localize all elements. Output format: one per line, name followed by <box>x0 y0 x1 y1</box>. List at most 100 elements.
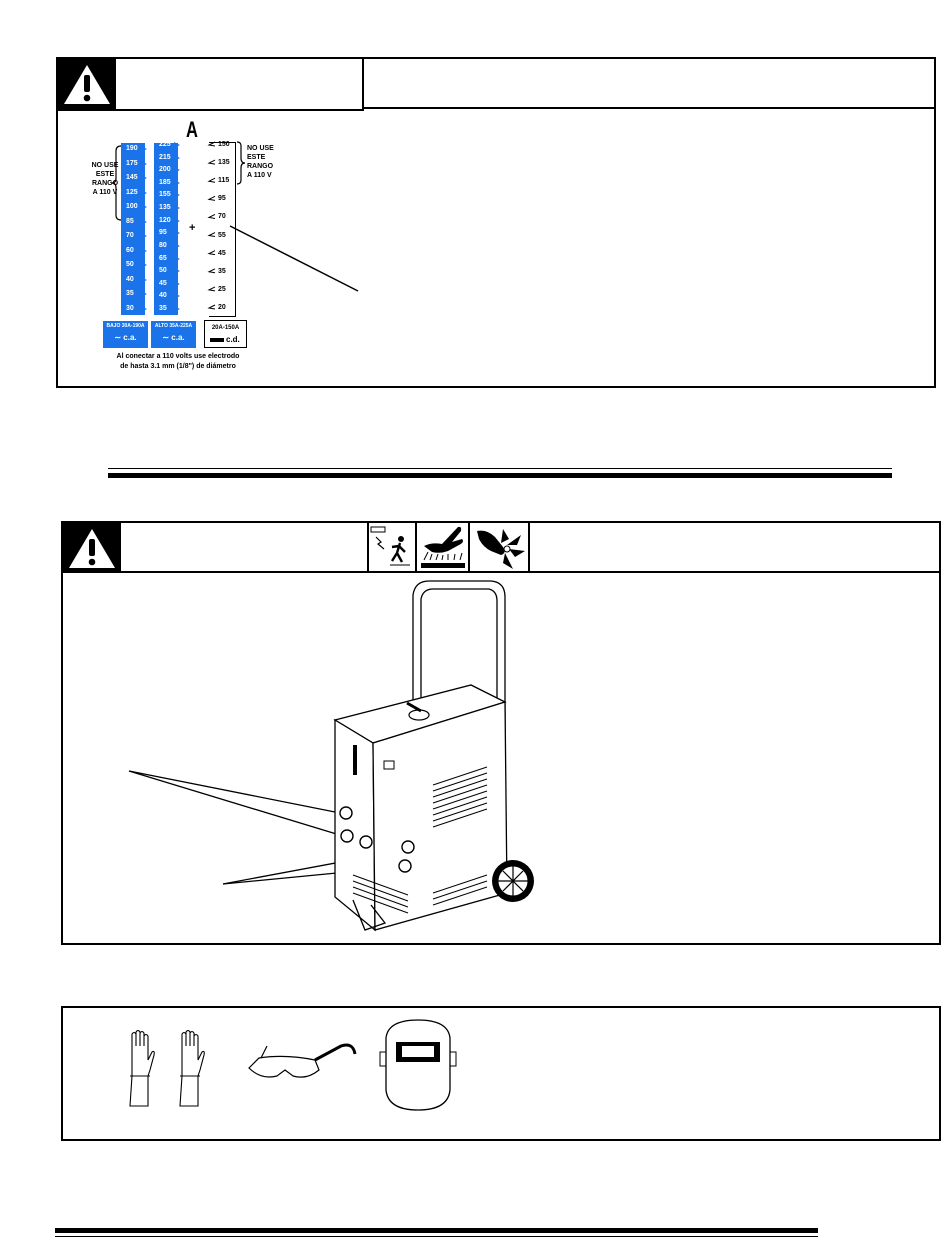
ac-high-tick <box>174 179 180 186</box>
safety-glasses-icon <box>248 1043 357 1078</box>
ppe-panel <box>61 1006 941 1141</box>
warning-triangle-icon <box>64 65 110 104</box>
ac-high-tick <box>174 306 180 312</box>
ac-low-tick <box>141 262 147 269</box>
dc-tick <box>207 195 216 201</box>
icon-divider-4 <box>528 523 530 573</box>
ac-low-tick <box>141 204 147 211</box>
ac-low-tick <box>141 276 147 283</box>
label-dc-range: 20A-150A <box>211 325 240 331</box>
left-bracket <box>112 145 122 221</box>
ac-low-tick <box>141 146 147 152</box>
footnote-line-1: Al conectar a 110 volts use electrodo <box>116 353 240 360</box>
welding-gloves-icon <box>129 1030 205 1107</box>
panel-header <box>58 59 364 111</box>
ac-high-value: 80 <box>159 241 167 249</box>
machine-warning-panel <box>61 521 941 945</box>
dc-tick <box>207 286 216 292</box>
label-dc: c.d. <box>226 335 240 344</box>
ac-low-value: 40 <box>126 275 134 283</box>
ac-low-value: 85 <box>126 217 134 225</box>
ac-high-tick <box>174 167 180 174</box>
warning-header-block <box>58 59 116 109</box>
left-bracket-label: NO USE ESTE RANGO A 110 V <box>91 162 119 196</box>
ac-low-value: 30 <box>126 305 134 312</box>
dc-tick <box>207 141 216 147</box>
hot-parts-icon <box>421 526 465 568</box>
dc-tick <box>207 304 216 310</box>
ac-high-value: 215 <box>159 153 171 161</box>
label-low: BAJO 30A-190A <box>106 323 145 329</box>
ac-high-tick <box>174 293 180 300</box>
warning-header-block <box>63 523 121 573</box>
ac-high-value: 35 <box>159 305 167 312</box>
ac-high-value: 45 <box>159 279 167 287</box>
right-bracket-label: NO USE ESTE RANGO A 110 V <box>247 145 274 179</box>
dc-value: 20 <box>218 304 226 311</box>
footnote: Al conectar a 110 volts use electrodo de… <box>98 352 258 372</box>
ac-high-tick <box>174 142 180 148</box>
ac-low-value: 190 <box>126 145 138 152</box>
ac-low-tick <box>141 160 147 167</box>
dc-tick <box>207 250 216 256</box>
icon-divider-1 <box>367 523 369 573</box>
ac-high-value: 95 <box>159 229 167 237</box>
dc-value: 45 <box>218 249 226 257</box>
ac-low-tick <box>141 233 147 240</box>
ac-high-value: 200 <box>159 166 171 174</box>
ac-high-value: 185 <box>159 178 171 186</box>
dc-value: 25 <box>218 285 226 293</box>
dial-warning-panel: A NO USE ESTE RANGO A 110 V + NO USE EST… <box>56 57 936 388</box>
ac-high-tick <box>174 217 180 224</box>
ac-high-tick <box>174 192 180 199</box>
ac-high-tick <box>174 230 180 237</box>
dc-scale-ticks <box>207 141 216 310</box>
icon-divider-3 <box>468 523 470 573</box>
pointer-line <box>229 225 359 292</box>
ac-high-value: 65 <box>159 254 167 262</box>
ac-high-tick <box>174 154 180 161</box>
ac-high-tick <box>174 242 180 249</box>
dc-tick <box>207 177 216 183</box>
ac-high-tick <box>174 280 180 287</box>
panel-header-rule <box>63 571 939 573</box>
dc-value: 115 <box>218 177 230 185</box>
right-bracket <box>236 141 246 185</box>
panel-header-rule <box>364 107 934 109</box>
label-low-box: BAJO 30A-190A ∼ c.a. <box>103 321 148 348</box>
dc-value: 35 <box>218 267 226 275</box>
dc-value: 135 <box>218 159 230 167</box>
dc-value: 95 <box>218 195 226 203</box>
dc-symbol-icon <box>210 338 224 342</box>
section-rule-thin <box>108 468 892 469</box>
header-divider <box>362 59 364 109</box>
ac-low-tick <box>141 218 147 225</box>
electric-shock-icon <box>370 526 410 566</box>
ac-low-value: 145 <box>126 174 138 182</box>
label-high-ac: ∼ c.a. <box>162 333 185 342</box>
dc-tick <box>207 232 216 238</box>
ac-high-value: 40 <box>159 292 167 300</box>
dc-value: 70 <box>218 213 226 221</box>
dial-letter: A <box>186 117 198 142</box>
section-rule-thick <box>108 473 892 478</box>
ac-high-value: 120 <box>159 216 171 224</box>
ac-low-value: 35 <box>126 290 134 298</box>
ac-high-value: 50 <box>159 267 167 275</box>
dc-tick <box>207 159 216 165</box>
ac-low-tick <box>141 306 147 312</box>
footnote-line-2: de hasta 3.1 mm (1/8") de diámetro <box>120 363 236 370</box>
ac-low-value: 50 <box>126 261 134 269</box>
ac-low-tick <box>141 175 147 182</box>
ac-low-tick <box>141 247 147 254</box>
ac-low-value: 100 <box>126 203 138 211</box>
dc-value: 55 <box>218 231 226 239</box>
ac-low-tick <box>141 189 147 196</box>
footer-rule-thick <box>55 1228 818 1233</box>
ac-low-value: 175 <box>126 159 138 167</box>
plus-sign: + <box>189 222 196 234</box>
footer-rule-thin <box>55 1236 818 1237</box>
dc-tick <box>207 213 216 219</box>
ac-low-value: 70 <box>126 232 134 240</box>
warning-triangle-icon <box>69 529 115 568</box>
